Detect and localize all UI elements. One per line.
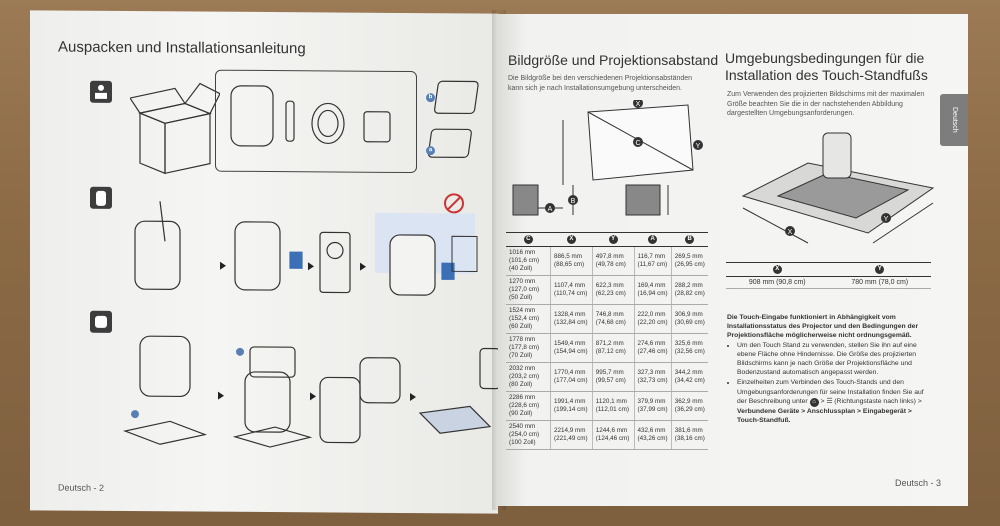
table-cell: 362,9 mm (36,29 cm)	[671, 391, 708, 421]
table-cell: 1770,4 mm (177,04 cm)	[550, 362, 593, 392]
page-number-left: Deutsch - 2	[58, 482, 105, 493]
diagram-label-x: X	[636, 101, 641, 108]
env-header-y: Y	[875, 265, 885, 274]
table-cell: 622,3 mm (62,23 cm)	[592, 275, 635, 305]
table-cell: 2286 mm (228,6 cm) (90 Zoll)	[506, 391, 552, 421]
projector-step-icon	[90, 186, 112, 209]
diagram-label-y: Y	[696, 143, 701, 150]
env-title-line2: Installation des Touch-Standfußs	[725, 67, 928, 83]
open-box-illustration	[130, 82, 220, 175]
header-c: C	[523, 235, 533, 244]
home-button-icon: ⌂	[809, 397, 819, 407]
page-title: Auspacken und Installationsanleitung	[58, 38, 306, 58]
table-cell: 2540 mm (254,0 cm) (100 Zoll)	[506, 420, 552, 450]
diagram-label-a: A	[548, 206, 553, 213]
table-cell: 497,8 mm (49,78 cm)	[592, 246, 635, 276]
table-row: 2540 mm (254,0 cm) (100 Zoll)2214,9 mm (…	[506, 420, 708, 450]
table-cell: 269,5 mm (26,95 cm)	[671, 246, 708, 276]
left-page: Auspacken und Installationsanleitung b a	[30, 10, 498, 514]
bullet-2-part-b: (Richtungstaste nach links) >	[834, 397, 922, 405]
environment-table: X Y 908 mm (90,8 cm) 780 mm (78,0 cm)	[726, 262, 931, 289]
box-contents-panel	[215, 69, 417, 174]
table-cell: 432,6 mm (43,26 cm)	[634, 420, 672, 450]
env-value-y: 780 mm (78,0 cm)	[828, 276, 931, 289]
env-diagram-label-x: X	[788, 229, 793, 236]
header-b: B	[685, 235, 695, 244]
table-row: 1016 mm (101,6 cm) (40 Zoll)886,5 mm (88…	[506, 246, 708, 276]
env-header-x: X	[772, 265, 782, 274]
table-cell: 1107,4 mm (110,74 cm)	[550, 275, 593, 305]
env-notes: Die Touch-Eingabe funktioniert in Abhäng…	[727, 313, 935, 426]
bullet-2-part-c: Verbundene Geräte > Anschlussplan > Eing…	[737, 407, 912, 425]
stand-mount-illustration	[122, 335, 498, 448]
table-cell: 1778 mm (177,8 cm) (70 Zoll)	[506, 333, 552, 363]
table-row: 2286 mm (228,6 cm) (90 Zoll)1991,4 mm (1…	[506, 391, 708, 421]
table-cell: 288,2 mm (28,82 cm)	[671, 275, 708, 305]
table-cell: 1120,1 mm (112,01 cm)	[592, 391, 635, 421]
table-row: 1778 mm (177,8 cm) (70 Zoll)1549,4 mm (1…	[506, 333, 708, 363]
table-cell: 306,9 mm (30,69 cm)	[671, 304, 708, 334]
diagram-label-b: B	[571, 198, 576, 205]
menu-icon: ☰	[826, 397, 833, 405]
table-cell: 871,2 mm (87,12 cm)	[592, 333, 635, 363]
table-row: 1270 mm (127,0 cm) (50 Zoll)1107,4 mm (1…	[506, 275, 708, 305]
size-section-intro: Die Bildgröße bei den verschiedenen Proj…	[508, 75, 693, 92]
stand-step-icon	[90, 310, 112, 333]
table-cell: 2032 mm (203,2 cm) (80 Zoll)	[506, 362, 552, 392]
table-cell: 379,9 mm (37,99 cm)	[634, 391, 672, 421]
diagram-label-c: C	[635, 140, 640, 147]
bullet-2: Einzelheiten zum Verbinden des Touch-Sta…	[737, 378, 935, 425]
table-cell: 169,4 mm (16,94 cm)	[634, 275, 672, 305]
table-row: 2032 mm (203,2 cm) (80 Zoll)1770,4 mm (1…	[506, 362, 708, 392]
table-cell: 1549,4 mm (154,94 cm)	[550, 333, 593, 363]
table-cell: 746,8 mm (74,68 cm)	[592, 304, 635, 334]
touch-note: Die Touch-Eingabe funktioniert in Abhäng…	[727, 314, 919, 340]
env-table-row: 908 mm (90,8 cm) 780 mm (78,0 cm)	[726, 276, 931, 289]
language-side-tab: Deutsch	[940, 94, 968, 146]
table-cell: 1524 mm (152,4 cm) (60 Zoll)	[506, 304, 552, 334]
bullet-1: Um den Touch Stand zu verwenden, stellen…	[737, 341, 935, 378]
env-section-title: Umgebungsbedingungen für die Installatio…	[725, 50, 928, 84]
table-cell: 1270 mm (127,0 cm) (50 Zoll)	[506, 275, 552, 305]
touch-stand-environment-diagram: X Y	[741, 132, 935, 244]
stand-icon	[427, 80, 479, 158]
header-a: A	[648, 235, 658, 244]
reading-manual-icon	[90, 80, 112, 103]
env-diagram-label-y: Y	[884, 216, 889, 223]
projector-cable-remote-adapter-icons	[230, 85, 391, 147]
table-cell: 1016 mm (101,6 cm) (40 Zoll)	[506, 246, 552, 276]
table-cell: 381,6 mm (38,16 cm)	[671, 420, 708, 450]
table-cell: 327,3 mm (32,73 cm)	[634, 362, 672, 392]
table-cell: 995,7 mm (99,57 cm)	[592, 362, 635, 392]
table-cell: 2214,9 mm (221,49 cm)	[550, 420, 593, 450]
header-x: X	[566, 235, 576, 244]
env-title-line1: Umgebungsbedingungen für die	[725, 50, 925, 66]
connect-power-illustration	[134, 201, 475, 296]
option-a-label: a	[426, 146, 435, 156]
projection-size-table: C X Y A B 1016 mm (101,6 cm) (40 Zoll)88…	[506, 232, 708, 450]
no-obstruction-warning-icon	[444, 193, 478, 272]
table-header-row: C X Y A B	[506, 232, 708, 247]
header-y: Y	[608, 235, 618, 244]
table-cell: 222,0 mm (22,20 cm)	[634, 304, 672, 334]
table-cell: 344,2 mm (34,42 cm)	[671, 362, 708, 392]
size-section-title: Bildgröße und Projektionsabstand	[508, 52, 719, 68]
env-value-x: 908 mm (90,8 cm)	[726, 276, 829, 289]
table-row: 1524 mm (152,4 cm) (60 Zoll)1328,4 mm (1…	[506, 304, 708, 334]
table-cell: 116,7 mm (11,67 cm)	[634, 246, 672, 276]
table-cell: 325,6 mm (32,56 cm)	[671, 333, 708, 363]
projection-distance-diagram: X Y C A B	[512, 100, 703, 216]
table-cell: 274,6 mm (27,46 cm)	[634, 333, 672, 363]
table-cell: 1991,4 mm (199,14 cm)	[550, 391, 593, 421]
table-cell: 886,5 mm (88,65 cm)	[550, 246, 593, 276]
env-section-intro: Zum Verwenden des projizierten Bildschir…	[727, 91, 925, 117]
page-number-right: Deutsch - 3	[895, 478, 942, 488]
stand-options-panel: b a	[426, 71, 486, 171]
option-b-label: b	[426, 93, 435, 103]
bullet-2-part-a: Einzelheiten zum Verbinden des Touch-Sta…	[737, 379, 924, 405]
env-table-header: X Y	[726, 262, 931, 277]
table-cell: 1328,4 mm (132,84 cm)	[550, 304, 593, 334]
table-cell: 1244,6 mm (124,46 cm)	[592, 420, 635, 450]
